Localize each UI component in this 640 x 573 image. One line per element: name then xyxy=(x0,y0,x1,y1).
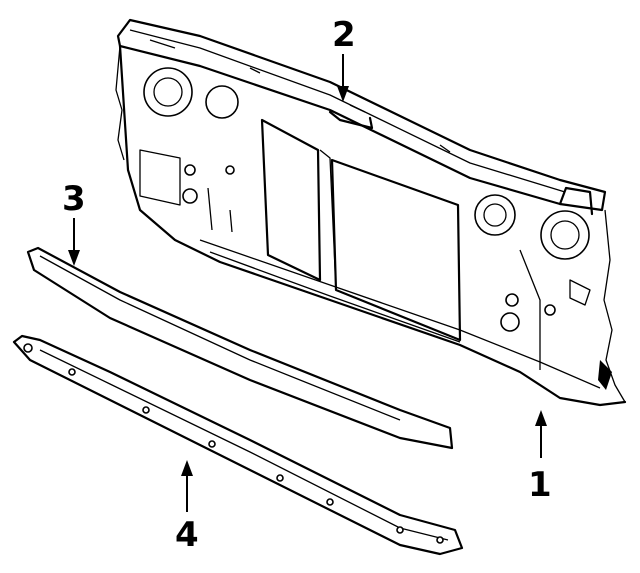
callout-3-label: 3 xyxy=(62,179,86,219)
callout-2: 2 xyxy=(332,15,356,102)
radiator-support-panel xyxy=(115,18,627,407)
callout-4-label: 4 xyxy=(175,515,199,555)
callout-1: 1 xyxy=(528,410,552,505)
seal-strip xyxy=(26,246,454,450)
lower-deflector xyxy=(12,334,464,556)
callout-4: 4 xyxy=(175,460,199,555)
callout-2-label: 2 xyxy=(332,15,356,55)
callout-3: 3 xyxy=(62,179,86,266)
callout-1-label: 1 xyxy=(528,465,552,505)
